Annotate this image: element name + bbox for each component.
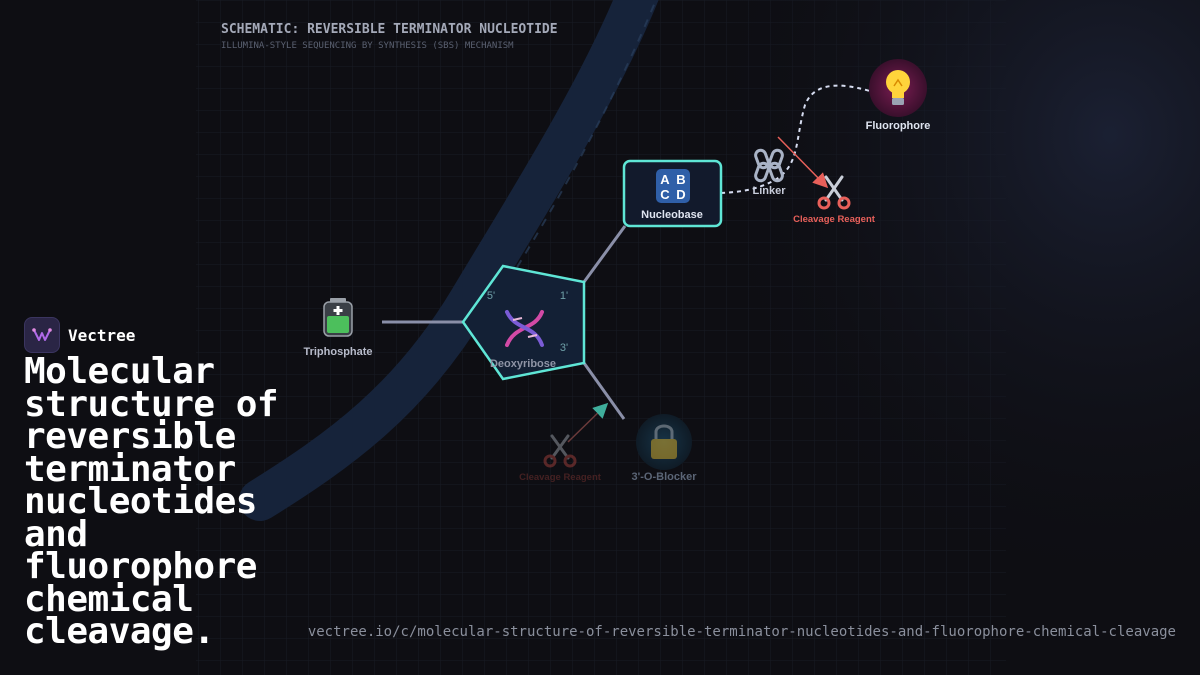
page-headline: Molecular structure of reversible termin… xyxy=(24,351,279,652)
lightbulb-icon xyxy=(886,70,910,105)
bond-sugar-blocker xyxy=(582,362,626,420)
node-cleavage-bottom: Cleavage Reagent xyxy=(519,434,602,483)
node-deoxyribose: 5' 1' 3' Deoxyribose xyxy=(461,264,586,381)
diagram-subtitle: ILLUMINA-STYLE SEQUENCING BY SYNTHESIS (… xyxy=(221,41,514,51)
cleavage-bottom-label: Cleavage Reagent xyxy=(519,472,602,483)
vectree-logo-icon xyxy=(24,317,60,353)
svg-text:D: D xyxy=(676,187,685,202)
node-nucleobase: A B C D Nucleobase xyxy=(622,159,723,228)
cleavage-arrow-top xyxy=(777,136,829,189)
node-blocker: 3'-O-Blocker xyxy=(632,414,698,483)
fluorophore-label: Fluorophore xyxy=(866,120,931,132)
node-linker: Linker xyxy=(752,148,786,197)
node-cleavage-top: Cleavage Reagent xyxy=(793,175,876,225)
dna-strand-ribbon xyxy=(239,0,659,521)
brand[interactable]: Vectree xyxy=(24,317,135,353)
svg-text:B: B xyxy=(676,172,685,187)
dna-strand-guide xyxy=(489,0,657,311)
position-3prime: 3' xyxy=(560,342,568,354)
cleavage-arrow-bottom xyxy=(567,402,609,443)
nucleobase-label: Nucleobase xyxy=(641,209,703,221)
position-1prime: 1' xyxy=(560,290,568,302)
sugar-ring xyxy=(461,264,586,381)
linker-tether xyxy=(720,84,883,194)
chain-icon xyxy=(754,148,784,183)
svg-text:A: A xyxy=(660,172,670,187)
diagram-title: SCHEMATIC: REVERSIBLE TERMINATOR NUCLEOT… xyxy=(221,22,558,37)
bond-sugar-base xyxy=(582,225,627,283)
deoxyribose-label: Deoxyribose xyxy=(490,358,556,370)
cleavage-top-label: Cleavage Reagent xyxy=(793,214,876,225)
abcd-icon: A B C D xyxy=(656,169,690,203)
triphosphate-label: Triphosphate xyxy=(303,346,372,358)
brand-name: Vectree xyxy=(68,325,136,345)
scissors-icon xyxy=(543,434,577,468)
node-fluorophore: Fluorophore xyxy=(866,59,931,132)
scissors-icon xyxy=(817,175,851,210)
lock-icon xyxy=(651,424,677,459)
battery-icon xyxy=(323,298,353,337)
svg-text:C: C xyxy=(660,187,670,202)
node-triphosphate: Triphosphate xyxy=(303,298,373,358)
linker-label: Linker xyxy=(752,185,786,197)
dna-icon xyxy=(505,310,544,347)
position-5prime: 5' xyxy=(487,290,495,302)
page-url[interactable]: vectree.io/c/molecular-structure-of-reve… xyxy=(307,624,1176,640)
blocker-label: 3'-O-Blocker xyxy=(632,471,698,483)
